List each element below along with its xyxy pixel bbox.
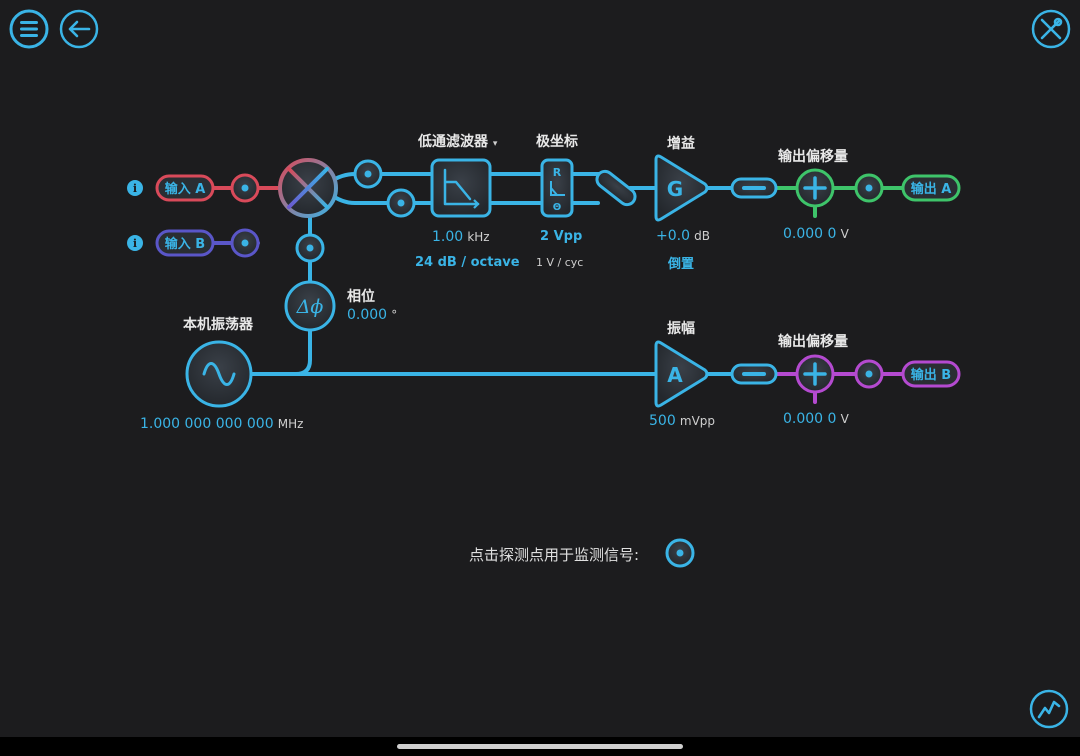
phase-value[interactable]: 0.000 ° — [347, 307, 397, 323]
phase-value-unit: ° — [391, 308, 398, 322]
probe-point-legend — [665, 538, 695, 568]
offset-a-value-unit: V — [840, 227, 849, 241]
amplitude-block[interactable]: A — [654, 340, 709, 408]
gain-value-number: +0.0 — [656, 228, 690, 244]
local-oscillator-node[interactable] — [185, 340, 253, 408]
oscillator-frequency-value: 1.000 000 000 000 — [140, 416, 274, 432]
probe-point-output-a[interactable] — [854, 173, 884, 203]
sine-wave-icon — [202, 362, 236, 386]
phase-select-switch[interactable] — [594, 168, 639, 208]
offset-a-value-number: 0.000 0 — [783, 226, 837, 242]
offset-b-adder[interactable] — [795, 354, 835, 394]
mixer-node[interactable] — [278, 158, 338, 218]
output-a-port[interactable]: 输出 A — [901, 174, 961, 202]
amplitude-value-number: 500 — [649, 413, 676, 429]
amplitude-value[interactable]: 500 mVpp — [649, 413, 715, 429]
input-b-label: 输入 B — [165, 236, 205, 252]
offset-a-value[interactable]: 0.000 0 V — [783, 226, 849, 242]
polar-angle-icon — [550, 181, 565, 196]
lowpass-title[interactable]: 低通滤波器 ▾ — [418, 131, 497, 151]
polar-range[interactable]: 2 Vpp — [540, 229, 583, 244]
lowpass-frequency[interactable]: 1.00 kHz — [432, 229, 490, 245]
minus-icon — [742, 186, 766, 190]
lowpass-filter-block[interactable] — [430, 158, 492, 218]
lowpass-frequency-unit: kHz — [467, 230, 490, 244]
gain-symbol: G — [667, 177, 683, 201]
polar-r-label: R — [553, 166, 562, 179]
info-button-a[interactable]: i — [127, 180, 143, 196]
oscillator-frequency-unit: MHz — [277, 417, 304, 431]
tools-icon — [1040, 17, 1063, 40]
gain-value-unit: dB — [694, 229, 710, 243]
back-arrow-icon — [68, 20, 91, 38]
input-a-label: 输入 A — [165, 181, 206, 197]
offset-b-value-number: 0.000 0 — [783, 411, 837, 427]
offset-b-title: 输出偏移量 — [778, 334, 848, 350]
gain-value[interactable]: +0.0 dB — [656, 228, 710, 244]
polar-block[interactable]: R Θ — [540, 158, 574, 218]
output-b-port[interactable]: 输出 B — [901, 360, 961, 388]
phase-shifter-node[interactable]: Δϕ — [284, 280, 336, 332]
phase-symbol: Δϕ — [296, 296, 324, 318]
chevron-down-icon: ▾ — [492, 139, 498, 149]
offset-a-title: 输出偏移量 — [778, 149, 848, 165]
wires — [210, 172, 910, 404]
amplitude-value-unit: mVpp — [679, 414, 716, 428]
probe-point-output-b[interactable] — [854, 359, 884, 389]
amplitude-title: 振幅 — [667, 321, 695, 337]
tools-button[interactable] — [1031, 9, 1071, 49]
amplitude-symbol: A — [667, 363, 683, 387]
graph-icon — [1037, 700, 1061, 719]
offset-b-value-unit: V — [840, 412, 849, 426]
offset-b-value[interactable]: 0.000 0 V — [783, 411, 849, 427]
menu-icon — [20, 21, 38, 37]
svg-text:i: i — [133, 237, 137, 250]
probe-point-mixer-x[interactable] — [353, 159, 383, 189]
probe-point-mixer-y[interactable] — [386, 188, 416, 218]
oscillator-frequency[interactable]: 1.000 000 000 000 MHz — [140, 416, 303, 432]
polar-theta-label: Θ — [553, 202, 562, 213]
lowpass-title-text: 低通滤波器 — [418, 134, 488, 150]
invert-b-switch[interactable] — [730, 363, 778, 385]
polar-title: 极坐标 — [536, 134, 578, 150]
gain-invert-toggle[interactable]: 倒置 — [668, 257, 695, 272]
invert-a-switch[interactable] — [730, 177, 778, 199]
polar-scale: 1 V / cyc — [536, 256, 584, 269]
oscillator-title: 本机振荡器 — [183, 317, 253, 333]
back-button[interactable] — [59, 9, 99, 49]
probe-hint-text: 点击探测点用于监测信号: — [469, 546, 640, 564]
graph-button[interactable] — [1029, 689, 1069, 729]
probe-point-input-b[interactable] — [230, 228, 260, 258]
lowpass-curve-icon — [443, 168, 480, 206]
input-b-port[interactable]: 输入 B — [155, 229, 215, 257]
gain-title: 增益 — [667, 136, 695, 152]
output-a-label: 输出 A — [911, 181, 952, 197]
minus-icon — [742, 372, 766, 376]
lowpass-frequency-value: 1.00 — [432, 229, 464, 245]
probe-point-input-a[interactable] — [230, 173, 260, 203]
offset-a-adder[interactable] — [795, 168, 835, 208]
plus-icon — [803, 176, 827, 200]
plus-icon — [803, 362, 827, 386]
phase-title: 相位 — [347, 289, 375, 305]
menu-button[interactable] — [9, 9, 49, 49]
probe-point-phase[interactable] — [295, 233, 325, 263]
phase-value-number: 0.000 — [347, 307, 388, 323]
gain-block[interactable]: G — [654, 154, 709, 222]
svg-text:i: i — [133, 182, 137, 195]
info-button-b[interactable]: i — [127, 235, 143, 251]
home-indicator[interactable] — [397, 744, 683, 749]
input-a-port[interactable]: 输入 A — [155, 174, 215, 202]
output-b-label: 输出 B — [911, 367, 951, 383]
lowpass-slope[interactable]: 24 dB / octave — [415, 255, 520, 270]
